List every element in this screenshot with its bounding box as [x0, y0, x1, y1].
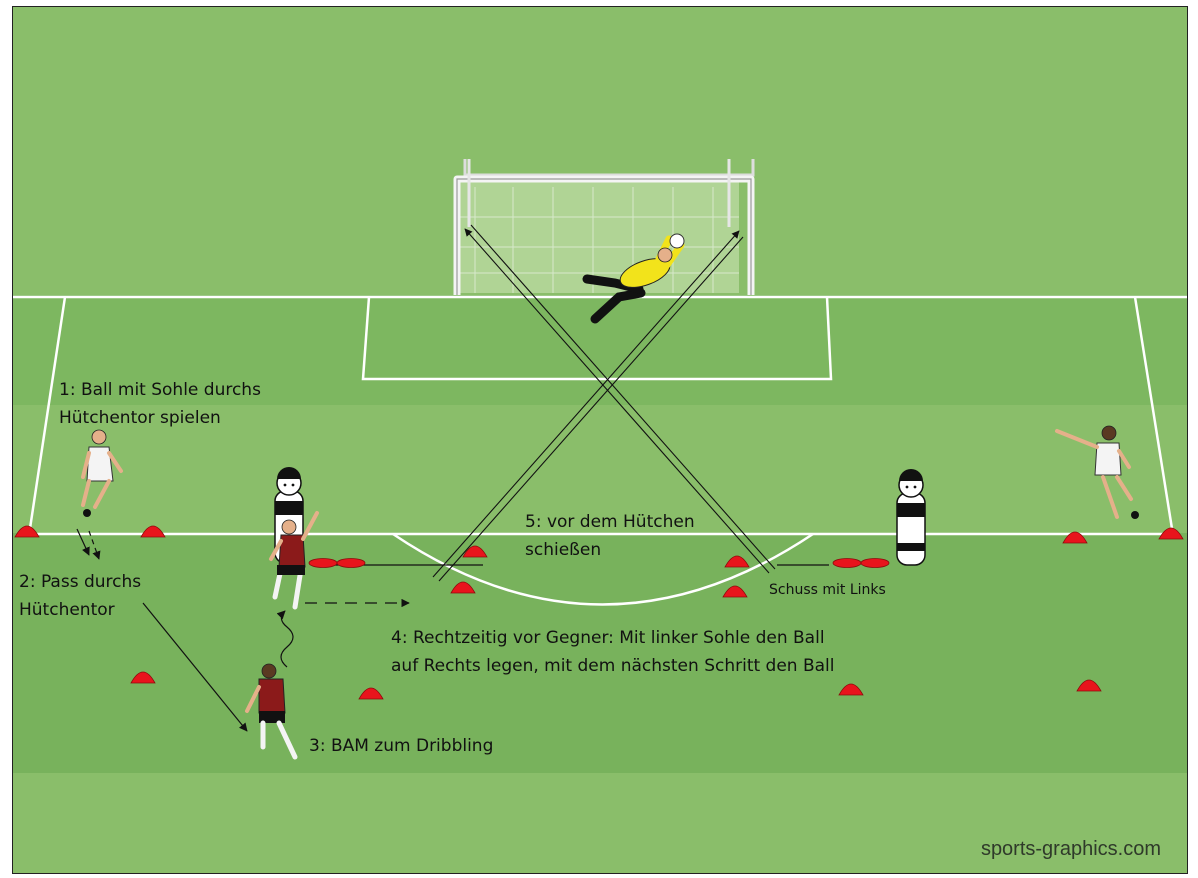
grass-band: [13, 533, 1187, 773]
cone-icon: [1158, 527, 1184, 540]
cones: [14, 525, 1184, 700]
cone-icon: [450, 581, 476, 594]
cone-icon: [1062, 531, 1088, 544]
pitch: [13, 7, 1187, 873]
step1-label-line2: Hütchentor spielen: [59, 408, 221, 428]
penalty-area-right-line: [1133, 296, 1175, 536]
shot-left-label: Schuss mit Links: [769, 582, 886, 598]
cone-icon: [14, 525, 40, 538]
flat-cone-icon: [308, 558, 338, 568]
dummy-mannequin-icon: [896, 469, 926, 566]
flat-cone-icon: [336, 558, 366, 568]
player-icon: [245, 663, 298, 760]
cone-icon: [130, 671, 156, 684]
drill-diagram: 1: Ball mit Sohle durchs Hütchentor spie…: [12, 6, 1188, 874]
grass-band: [13, 773, 1187, 873]
shot-lines: [432, 224, 776, 582]
cone-icon: [462, 545, 488, 558]
pitch-lines: [13, 295, 1187, 606]
step3-label: 3: BAM zum Dribbling: [309, 736, 494, 756]
player-icon: [1055, 425, 1139, 519]
cone-icon: [140, 525, 166, 538]
step2-label-line1: 2: Pass durchs: [19, 572, 142, 592]
goalkeeper-icon: [582, 233, 685, 324]
cone-icon: [358, 687, 384, 700]
penalty-arc: [392, 532, 814, 606]
cone-icon: [838, 683, 864, 696]
flat-cone-icon: [860, 558, 890, 568]
grass-band: [13, 405, 1187, 533]
step5-label-line1: 5: vor dem Hütchen: [525, 512, 695, 532]
cone-icon: [722, 585, 748, 598]
flat-cone-icon: [832, 558, 862, 568]
goal-icon: [453, 159, 755, 295]
step4-label-line1: 4: Rechtzeitig vor Gegner: Mit linker So…: [391, 628, 825, 648]
step4-label-line2: auf Rechts legen, mit dem nächsten Schri…: [391, 656, 835, 676]
player-icon: [269, 511, 319, 610]
penalty-area-left-line: [27, 296, 67, 536]
step1-label-line1: 1: Ball mit Sohle durchs: [59, 380, 261, 400]
watermark: sports-graphics.com: [980, 838, 1161, 860]
step5-label-line2: schießen: [525, 540, 602, 560]
cone-icon: [1076, 679, 1102, 692]
step2-label-line2: Hütchentor: [19, 600, 115, 620]
cone-icon: [724, 555, 750, 568]
player-icon: [81, 429, 123, 517]
